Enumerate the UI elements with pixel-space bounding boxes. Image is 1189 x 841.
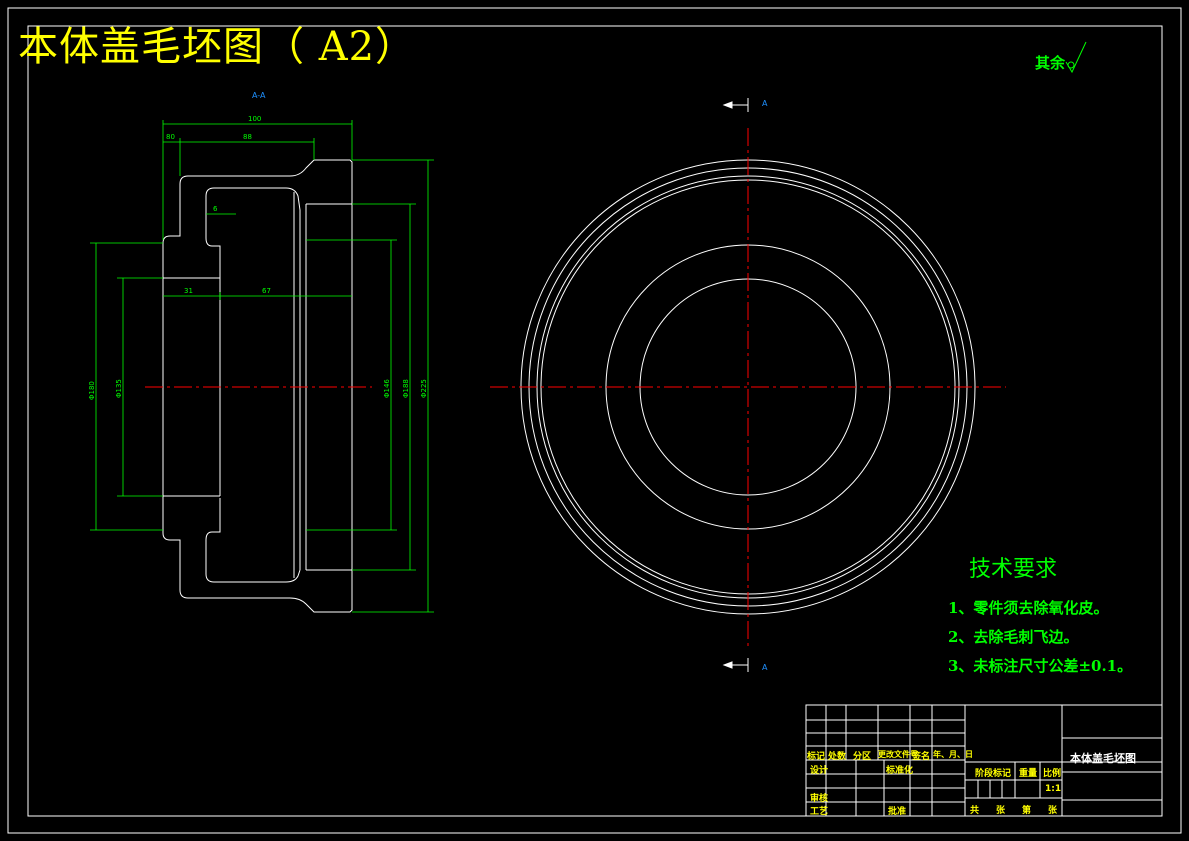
outer-border xyxy=(7,7,1182,834)
title-block-grid xyxy=(805,704,1163,817)
tb-sheets-total: 共 xyxy=(970,806,980,816)
cut-marker-top xyxy=(722,98,749,112)
dim-31: 31 xyxy=(184,287,193,295)
tech-requirement-2: 2、去除毛刺飞边。 xyxy=(948,628,1079,646)
tb-header-date: 年、月、日 xyxy=(933,750,973,759)
tb-header-count: 处数 xyxy=(828,752,847,762)
tb-sheet-no: 第 xyxy=(1022,806,1032,816)
tb-design: 设计 xyxy=(810,766,829,776)
dim-phi146: Φ146 xyxy=(383,379,391,398)
cut-marker-bottom xyxy=(722,658,749,672)
drawing-title: 本体盖毛坯图（ A2） xyxy=(18,24,417,70)
tb-header-mark: 标记 xyxy=(807,752,826,762)
tb-scale-label: 比例 xyxy=(1043,769,1062,779)
tech-requirements-title: 技术要求 xyxy=(969,557,1058,582)
dim-phi188: Φ188 xyxy=(402,379,410,398)
tb-standardize: 标准化 xyxy=(886,766,914,776)
section-view xyxy=(162,159,353,613)
cut-label-bottom: A xyxy=(762,663,768,672)
dim-phi135: Φ135 xyxy=(115,379,123,398)
section-label: A-A xyxy=(252,91,266,100)
dimension-lines xyxy=(90,120,434,613)
tb-scale-value: 1:1 xyxy=(1045,784,1062,794)
tb-stage-mark: 阶段标记 xyxy=(975,769,1012,779)
tech-requirement-3: 3、未标注尺寸公差±0.1。 xyxy=(948,657,1133,675)
tb-weight: 重量 xyxy=(1019,769,1038,779)
tech-requirement-1: 1、零件须去除氧化皮。 xyxy=(948,599,1109,617)
dim-6: 6 xyxy=(213,205,218,213)
tb-process: 工艺 xyxy=(810,807,829,817)
roughness-note: 其余 xyxy=(1035,54,1066,72)
tb-header-zone: 分区 xyxy=(853,752,872,762)
dim-67: 67 xyxy=(262,287,271,295)
dim-phi180: Φ180 xyxy=(88,381,96,400)
roughness-symbol-icon xyxy=(1065,41,1087,74)
dim-phi225: Φ225 xyxy=(420,379,428,398)
tb-header-change-doc: 更改文件号 xyxy=(878,750,918,759)
tb-sheets-unit1: 张 xyxy=(996,806,1006,816)
cut-label-top: A xyxy=(762,99,768,108)
tb-part-name: 本体盖毛坯图 xyxy=(1070,752,1136,765)
tb-header-sign: 签名 xyxy=(912,752,931,762)
tb-sheets-unit2: 张 xyxy=(1048,806,1058,816)
tb-check: 审核 xyxy=(810,794,829,804)
dim-100: 100 xyxy=(248,115,261,123)
dim-80: 80 xyxy=(166,133,175,141)
tb-approve: 批准 xyxy=(888,807,907,817)
inner-border xyxy=(27,25,1163,817)
dim-88: 88 xyxy=(243,133,252,141)
